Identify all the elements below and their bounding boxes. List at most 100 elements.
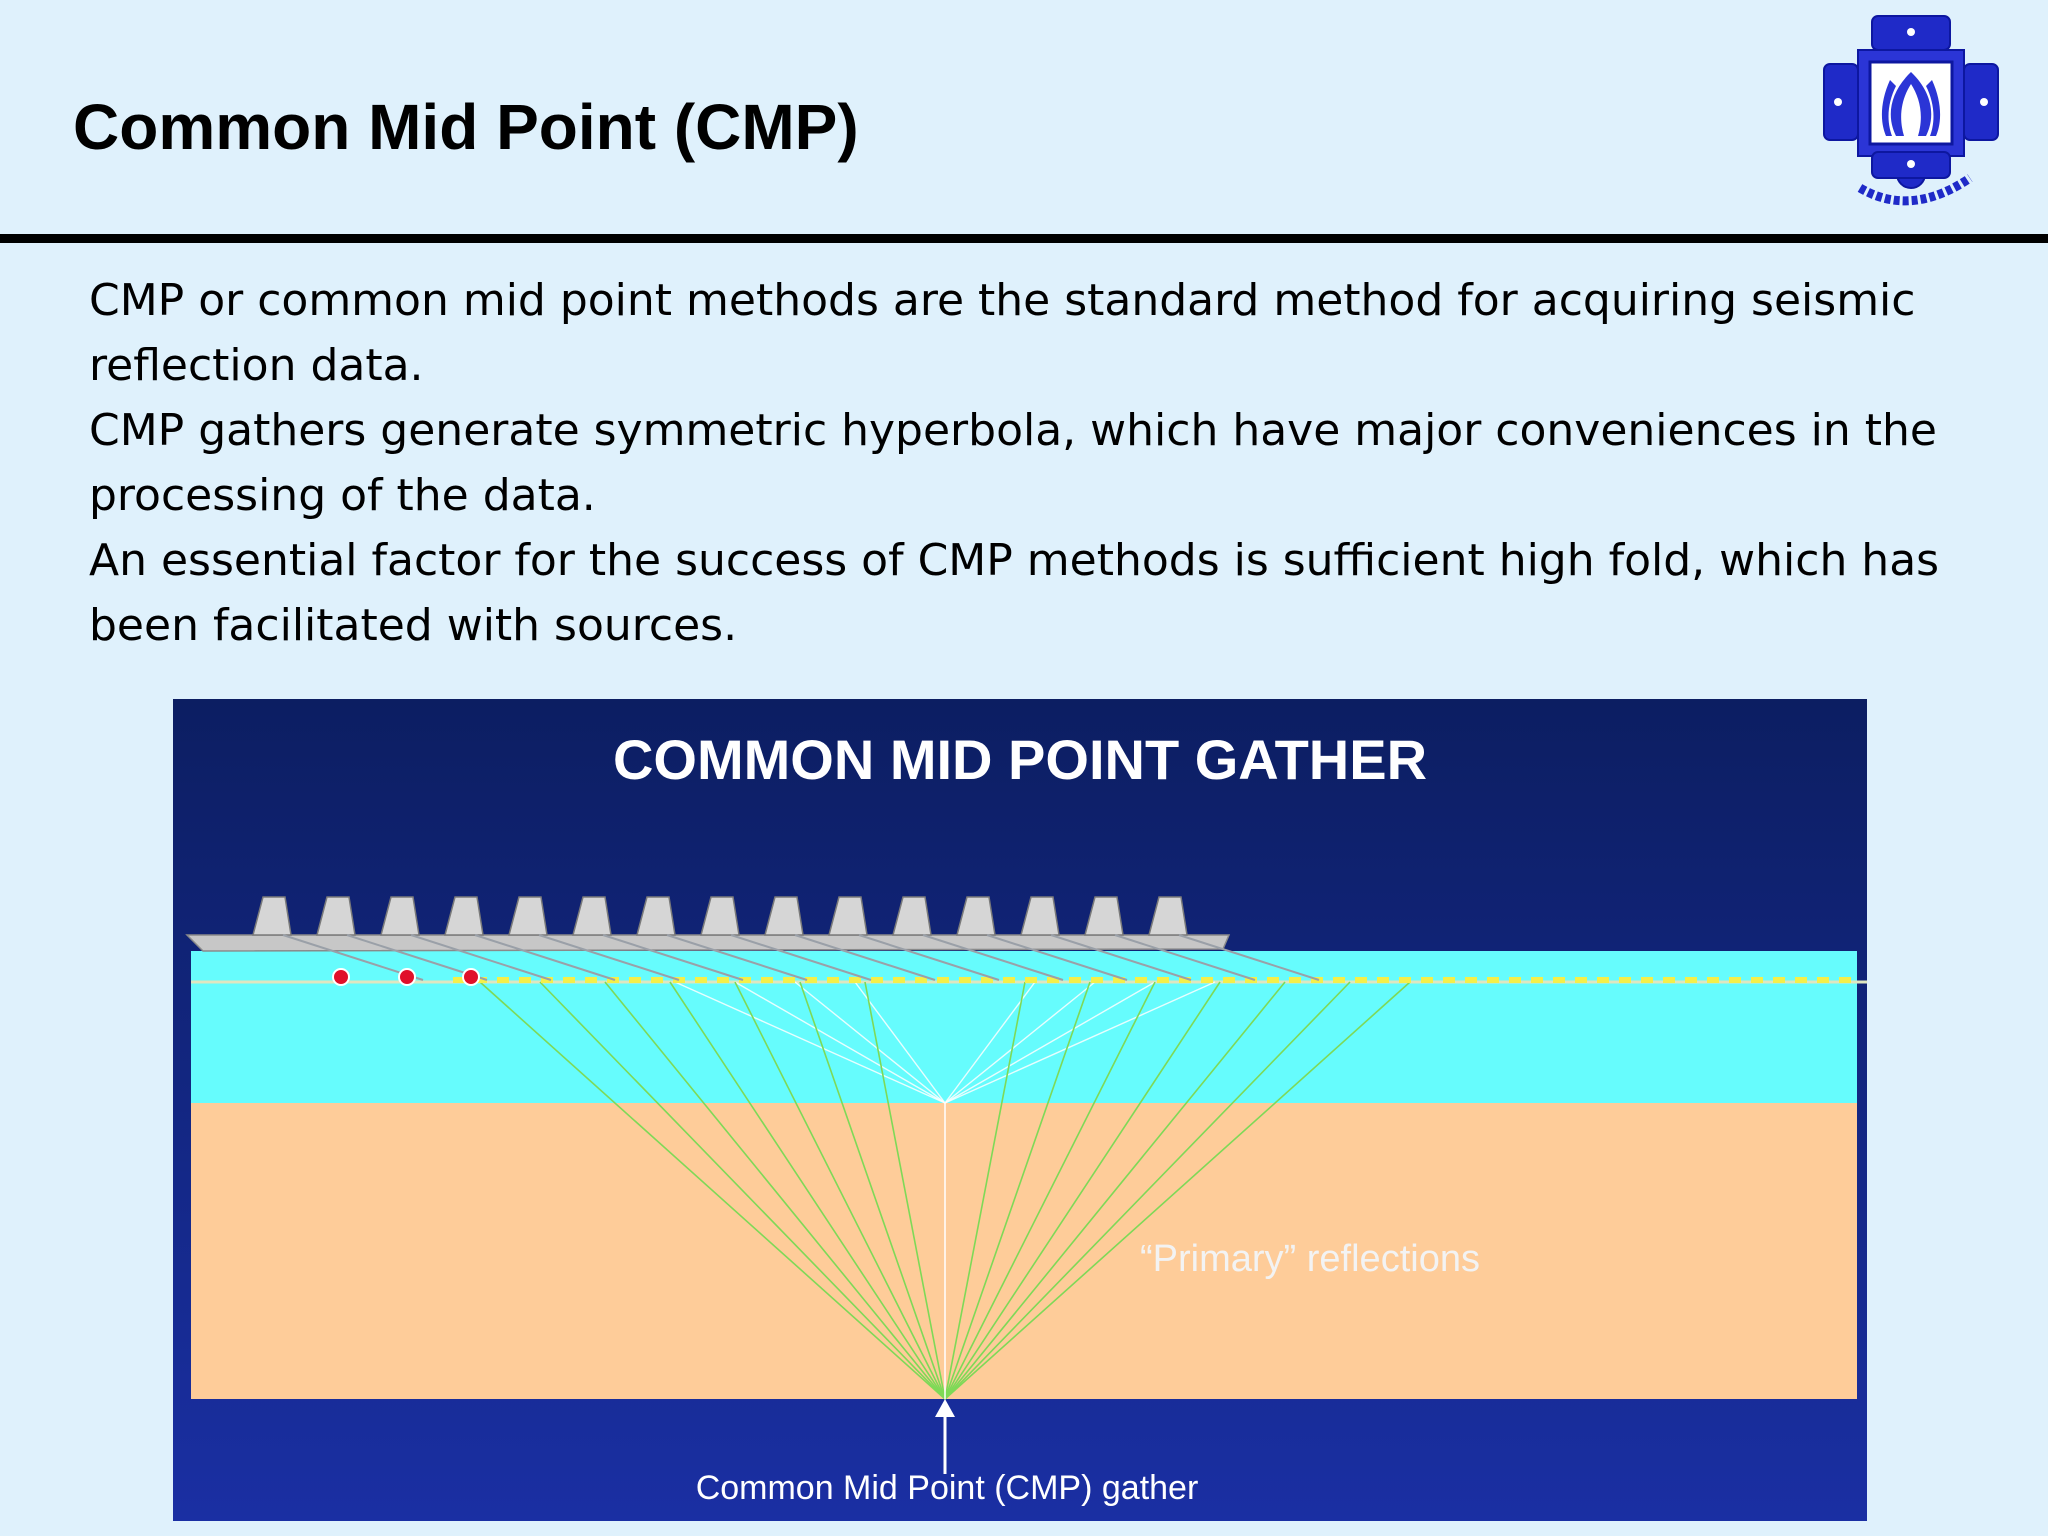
deep-ray: [944, 981, 1351, 1400]
source-marker: [462, 968, 480, 986]
deep-ray: [944, 981, 1286, 1400]
reflection-rays: [479, 981, 1411, 1400]
receiver-dot: [893, 977, 905, 983]
receiver-dot: [1135, 977, 1147, 983]
tow-cable: [1178, 934, 1320, 981]
deep-ray: [799, 981, 946, 1400]
deep-ray: [669, 981, 946, 1400]
sediment-layer: [191, 1103, 1857, 1399]
receiver-dot: [1025, 977, 1037, 983]
receiver-dot: [1399, 977, 1411, 983]
tow-cable: [922, 934, 1064, 981]
receiver-dot: [541, 977, 553, 983]
deep-ray: [479, 981, 946, 1400]
ship-mast: [892, 896, 932, 936]
bullet-item: CMP gathers generate symmetric hyperbola…: [89, 405, 1937, 521]
deep-ray: [604, 981, 946, 1400]
source-markers: [332, 968, 480, 986]
tow-cable: [602, 934, 744, 981]
cmp-gather-diagram: COMMON MID POINT GATHER “Primary” reflec…: [173, 699, 1867, 1521]
ship-mast: [252, 896, 292, 936]
receiver-dot: [695, 977, 707, 983]
source-marker: [332, 968, 350, 986]
receiver-dot: [739, 977, 751, 983]
receiver-dot: [1245, 977, 1257, 983]
page-title: Common Mid Point (CMP): [73, 91, 859, 163]
receiver-dot: [1047, 977, 1059, 983]
receiver-dot: [1113, 977, 1125, 983]
ship-mast: [1084, 896, 1124, 936]
receiver-dot: [1575, 977, 1587, 983]
receiver-dot: [519, 977, 531, 983]
receiver-dot: [1795, 977, 1807, 983]
tow-cable: [474, 934, 616, 981]
receiver-dot: [1223, 977, 1235, 983]
receiver-dot: [1201, 977, 1213, 983]
receiver-dot: [1289, 977, 1301, 983]
receiver-dot: [1817, 977, 1829, 983]
deep-ray: [734, 981, 946, 1400]
receiver-dot: [981, 977, 993, 983]
bullet-list: CMP or common mid point methods are the …: [89, 268, 1989, 658]
university-logo: [1820, 12, 2002, 222]
receiver-dot: [497, 977, 509, 983]
receiver-dot: [1333, 977, 1345, 983]
receiver-dot: [1773, 977, 1785, 983]
tow-cable: [666, 934, 808, 981]
receiver-dot: [1487, 977, 1499, 983]
receiver-dot: [915, 977, 927, 983]
receiver-dot: [1267, 977, 1279, 983]
receiver-dot: [717, 977, 729, 983]
receiver-dot: [1091, 977, 1103, 983]
tow-cable: [410, 934, 552, 981]
primary-reflections-label: “Primary” reflections: [1140, 1238, 1480, 1280]
ship-mast: [956, 896, 996, 936]
deep-ray: [864, 981, 946, 1400]
receiver-dot: [629, 977, 641, 983]
receiver-dot: [585, 977, 597, 983]
receiver-dot: [827, 977, 839, 983]
ship-mast: [764, 896, 804, 936]
ship-mast: [1020, 896, 1060, 936]
deep-ray: [944, 981, 1411, 1400]
ship-mast: [380, 896, 420, 936]
receiver-dot: [1839, 977, 1851, 983]
ship-mast: [444, 896, 484, 936]
receiver-dot: [1157, 977, 1169, 983]
receiver-dot: [1377, 977, 1389, 983]
ship-mast: [508, 896, 548, 936]
receiver-dot: [1069, 977, 1081, 983]
receiver-dot: [651, 977, 663, 983]
source-marker: [398, 968, 416, 986]
tow-cable: [1114, 934, 1256, 981]
cmp-gather-label: Common Mid Point (CMP) gather: [696, 1469, 1199, 1507]
tow-cable: [730, 934, 872, 981]
receiver-dot: [937, 977, 949, 983]
receiver-dot: [849, 977, 861, 983]
receiver-dot: [1509, 977, 1521, 983]
deep-ray: [944, 981, 1156, 1400]
receiver-dot: [1751, 977, 1763, 983]
receiver-dot: [1421, 977, 1433, 983]
ship-mast: [572, 896, 612, 936]
deep-ray: [539, 981, 946, 1400]
receiver-dot: [805, 977, 817, 983]
shallow-ray: [944, 981, 1156, 1104]
title-divider: [0, 234, 2048, 243]
shallow-ray: [854, 981, 946, 1104]
tow-cable: [794, 934, 936, 981]
deep-ray: [944, 981, 1091, 1400]
receiver-dot: [783, 977, 795, 983]
receiver-dot: [1179, 977, 1191, 983]
deep-ray: [944, 981, 1026, 1400]
ship-mast: [1148, 896, 1188, 936]
receiver-dot: [1465, 977, 1477, 983]
receiver-dot: [1443, 977, 1455, 983]
receiver-dot: [1685, 977, 1697, 983]
receiver-dot: [1641, 977, 1653, 983]
receiver-dot: [563, 977, 575, 983]
shallow-ray: [734, 981, 946, 1104]
tow-cable: [1050, 934, 1192, 981]
ship-mast: [700, 896, 740, 936]
receiver-dot: [1663, 977, 1675, 983]
